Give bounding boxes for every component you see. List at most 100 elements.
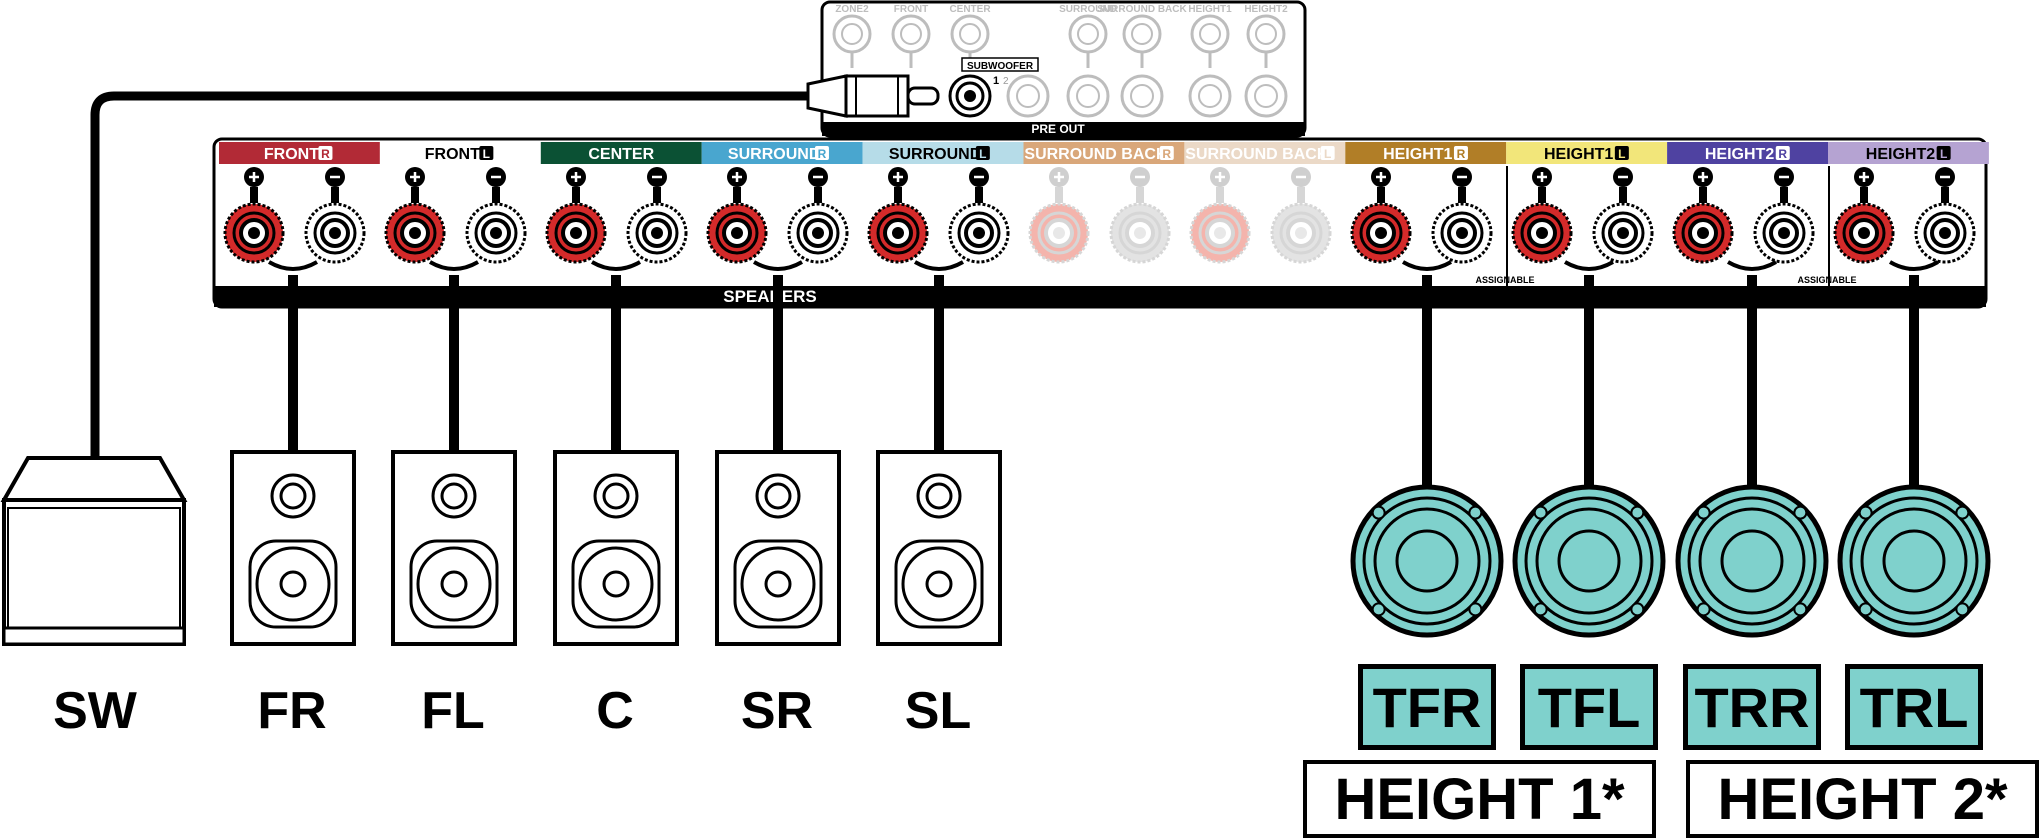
preout-jack-bottom-ring-2 <box>1130 84 1154 108</box>
preout-jack-bottom-ring-3 <box>1198 84 1222 108</box>
terminal-plus-10[interactable] <box>1833 167 1895 264</box>
channel-side-letter-1: L <box>483 147 490 161</box>
channel-header-surround-l: SURROUND <box>889 146 981 163</box>
channel-side-letter-3: R <box>818 147 827 161</box>
speaker-tower-sl <box>876 450 1002 646</box>
terminal-minus-9[interactable] <box>1753 167 1815 264</box>
subwoofer-num-2: 2 <box>1003 76 1009 87</box>
channel-side-badge-6 <box>1320 146 1335 160</box>
terminal-minus-5[interactable] <box>1109 167 1171 264</box>
speaker-ceiling-trr <box>1675 484 1829 638</box>
channel-header-height2-l: HEIGHT2 <box>1866 146 1935 163</box>
preout-jack-top-ring-6 <box>1255 23 1277 45</box>
channel-side-badge-7 <box>1453 146 1468 160</box>
preout-jack-top-0 <box>832 14 872 54</box>
terminal-plus-1[interactable] <box>384 167 446 264</box>
preout-jack-bottom-ring-0 <box>1016 84 1040 108</box>
preout-label-surround-3: SURROUND <box>1059 4 1117 15</box>
channel-header-bg-2 <box>540 142 702 164</box>
terminal-plus-3[interactable] <box>706 167 768 264</box>
label-trr: TRR <box>1683 664 1821 750</box>
channel-header-height1-l: HEIGHT1 <box>1544 146 1613 163</box>
terminal-bridge-2 <box>590 260 642 271</box>
terminal-plus-8[interactable] <box>1511 167 1573 264</box>
terminal-plus-2[interactable] <box>545 167 607 264</box>
speaker-tower-fl <box>391 450 517 646</box>
channel-side-badge-1 <box>479 146 494 160</box>
channel-header-height2-r: HEIGHT2 <box>1705 146 1774 163</box>
channel-header-bg-6 <box>1184 142 1346 164</box>
group-height1: HEIGHT 1* <box>1303 760 1656 838</box>
terminal-bridge-height-0 <box>1401 260 1453 271</box>
terminal-minus-1[interactable] <box>465 167 527 264</box>
label-fl: FL <box>421 682 485 740</box>
channel-side-letter-10: L <box>1940 147 1947 161</box>
label-sw: SW <box>53 682 137 740</box>
group-height2: HEIGHT 2* <box>1686 760 2039 838</box>
terminal-plus-9[interactable] <box>1672 167 1734 264</box>
assignable-label-2: ASSIGNABLE <box>1797 275 1856 285</box>
label-sr: SR <box>740 682 814 740</box>
subwoofer-num-1: 1 <box>993 75 999 87</box>
terminal-bridge-height-3 <box>1888 260 1940 271</box>
terminal-minus-4[interactable] <box>948 167 1010 264</box>
subwoofer-jack[interactable] <box>948 74 992 118</box>
channel-side-badge-9 <box>1775 146 1790 160</box>
terminal-bridge-0 <box>267 260 319 271</box>
speaker-cables <box>267 260 1940 490</box>
label-trl: TRL <box>1845 664 1983 750</box>
preout-jack-top-1 <box>891 14 931 54</box>
preout-jack-top-ring-3 <box>1077 23 1099 45</box>
channel-header-surround-back-r: SURROUND BACK <box>1024 146 1168 163</box>
label-c: C <box>596 682 634 740</box>
speaker-graphics <box>0 450 1991 646</box>
channel-header-center: CENTER <box>588 146 654 163</box>
preout-jack-top-ring-5 <box>1199 23 1221 45</box>
channel-header-bg-5 <box>1023 142 1185 164</box>
terminal-minus-3[interactable] <box>787 167 849 264</box>
terminal-bridge-height-2 <box>1726 260 1778 271</box>
preout-jack-bottom-4 <box>1244 74 1288 118</box>
terminal-minus-0[interactable] <box>304 167 366 264</box>
assignable-label-1: ASSIGNABLE <box>1475 275 1534 285</box>
terminal-plus-0[interactable] <box>223 167 285 264</box>
label-fr: FR <box>257 682 327 740</box>
terminal-bridge-height-1 <box>1563 260 1615 271</box>
terminal-plus-4[interactable] <box>867 167 929 264</box>
speaker-sw <box>0 456 188 646</box>
terminal-minus-10[interactable] <box>1914 167 1976 264</box>
terminal-minus-6[interactable] <box>1270 167 1332 264</box>
speaker-tower-sr <box>715 450 841 646</box>
label-tfr: TFR <box>1358 664 1496 750</box>
terminals <box>223 167 1976 264</box>
terminal-minus-7[interactable] <box>1431 167 1493 264</box>
channel-side-letter-6: L <box>1324 147 1331 161</box>
rca-plug <box>806 74 940 118</box>
speaker-ceiling-tfr <box>1350 484 1504 638</box>
preout-jack-top-2 <box>950 14 990 54</box>
terminal-bridge-3 <box>752 260 804 271</box>
terminal-bridge-1 <box>428 260 480 271</box>
channel-side-badge-4 <box>975 146 990 160</box>
terminal-plus-6[interactable] <box>1189 167 1251 264</box>
terminal-plus-5[interactable] <box>1028 167 1090 264</box>
channel-header-front-r: FRONT <box>264 146 319 163</box>
speaker-ceiling-tfl <box>1512 484 1666 638</box>
preout-jack-top-ring-0 <box>841 23 863 45</box>
preout-label-zone2-0: ZONE2 <box>835 4 869 15</box>
preout-jack-top-ring-1 <box>900 23 922 45</box>
terminal-minus-2[interactable] <box>626 167 688 264</box>
subwoofer-label: SUBWOOFER <box>967 61 1034 72</box>
channel-header-height1-r: HEIGHT1 <box>1383 146 1452 163</box>
preout-jack-top-ring-2 <box>959 23 981 45</box>
channel-side-badge-5 <box>1159 146 1174 160</box>
preout-label-center-2: CENTER <box>949 4 991 15</box>
channel-header-surround-back-l: SURROUND BACK <box>1185 146 1329 163</box>
terminal-plus-7[interactable] <box>1350 167 1412 264</box>
channel-side-letter-8: L <box>1618 147 1625 161</box>
channel-side-letter-5: R <box>1162 147 1171 161</box>
preout-jacks <box>832 14 1288 118</box>
preout-label-height1-5: HEIGHT1 <box>1188 4 1232 15</box>
terminal-minus-8[interactable] <box>1592 167 1654 264</box>
